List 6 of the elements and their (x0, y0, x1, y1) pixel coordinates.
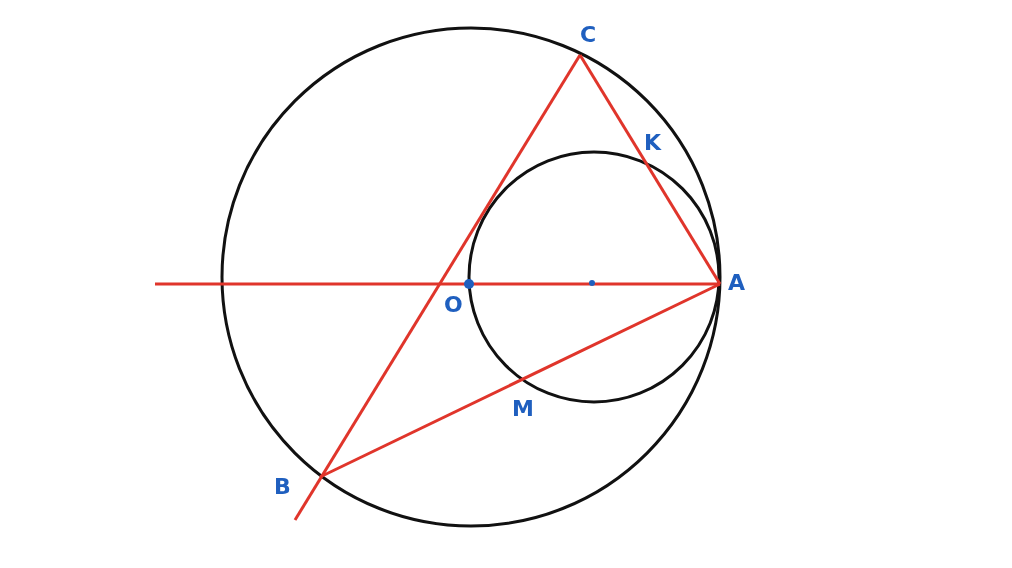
point-label: B (274, 476, 291, 498)
point-label: C (580, 24, 597, 46)
point-label: K (644, 132, 662, 154)
point-label: M (512, 398, 534, 420)
point-label: A (728, 272, 746, 294)
point-label: O (444, 294, 463, 316)
